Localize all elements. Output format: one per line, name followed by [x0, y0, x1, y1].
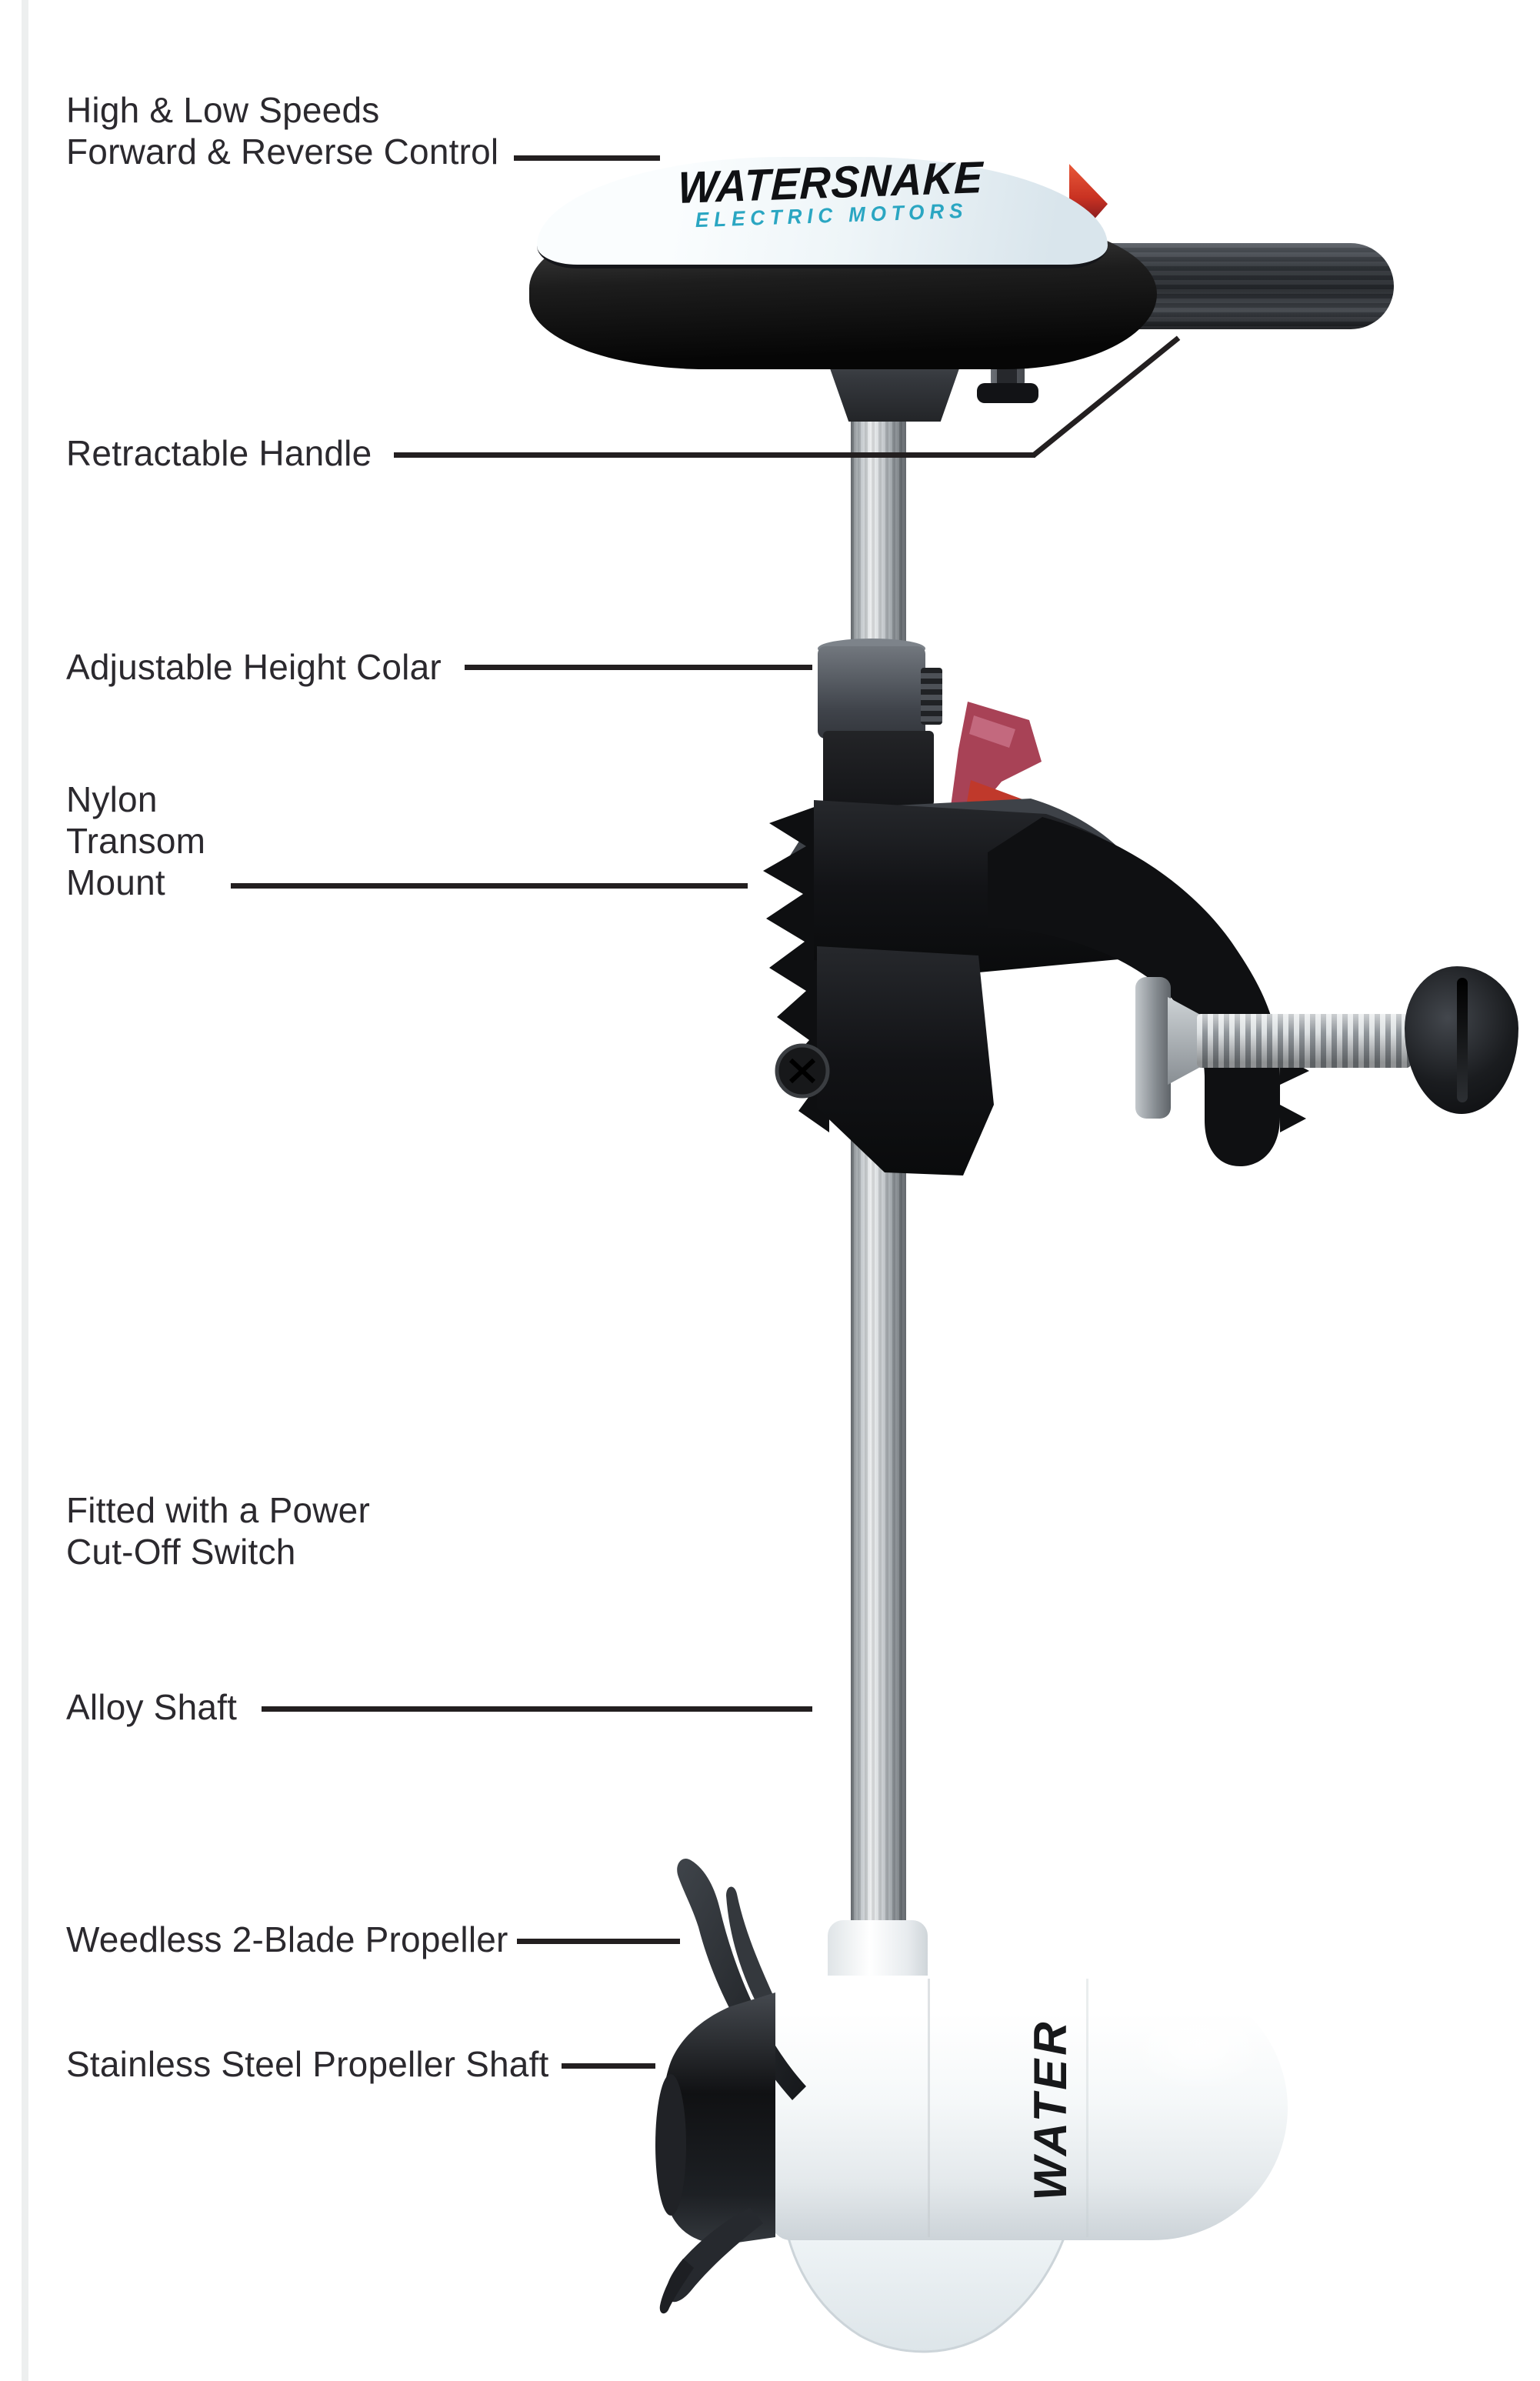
clamp-arm-tooth-2: [1280, 1105, 1306, 1132]
tilt-lever-highlight: [969, 715, 1015, 748]
leader-transom-mount: [231, 883, 748, 889]
leader-propeller: [517, 1939, 680, 1944]
label-speed-control: High & Low Speeds Forward & Reverse Cont…: [66, 89, 498, 172]
page-edge-artifact: [22, 0, 28, 2381]
label-retractable-handle: Retractable Handle: [66, 432, 372, 474]
clamp-arm: [988, 817, 1280, 1166]
propeller-hub-face: [655, 2074, 686, 2216]
label-propeller-shaft-text: Stainless Steel Propeller Shaft: [66, 2044, 549, 2084]
transom-mount: [763, 702, 1309, 1175]
brand-logo: WATERSNAKE ELECTRIC MOTORS: [615, 149, 1048, 235]
label-cutoff-switch-line2: Cut-Off Switch: [66, 1532, 296, 1572]
leader-alloy-shaft: [262, 1706, 812, 1712]
collar-lock-ribs: [921, 668, 942, 725]
clamp-screw-thread: [1197, 1014, 1411, 1068]
motor-pod: [771, 1976, 1288, 2240]
height-collar: [818, 646, 925, 739]
propeller-blade-upper: [677, 1859, 806, 2100]
label-propeller-shaft: Stainless Steel Propeller Shaft: [66, 2043, 549, 2085]
propeller-blade-lower-tip: [659, 2259, 694, 2314]
clamp-screw-washer: [1135, 977, 1171, 1119]
label-alloy-shaft: Alloy Shaft: [66, 1686, 237, 1728]
label-transom-mount-line2: Transom: [66, 821, 206, 861]
pivot-bolt-cross: [788, 1058, 816, 1084]
label-speed-control-line2: Forward & Reverse Control: [66, 132, 499, 172]
label-retractable-handle-text: Retractable Handle: [66, 433, 372, 473]
propeller-blade-lower: [666, 2208, 763, 2303]
label-speed-control-line1: High & Low Speeds: [66, 90, 380, 130]
label-transom-mount-line1: Nylon: [66, 779, 158, 819]
clamp-screw-knob: [1405, 966, 1518, 1114]
head-knob: [977, 383, 1038, 403]
label-height-collar: Adjustable Height Colar: [66, 646, 442, 688]
motor-head-dome: [537, 157, 1108, 268]
label-cutoff-switch: Fitted with a Power Cut-Off Switch: [66, 1489, 370, 1572]
propeller-hub: [660, 1993, 775, 2245]
mount-front-column: [817, 946, 994, 1175]
pod-seam-left: [928, 1979, 930, 2237]
label-height-collar-text: Adjustable Height Colar: [66, 647, 442, 687]
leader-retractable-handle: [394, 452, 1035, 458]
label-propeller: Weedless 2-Blade Propeller: [66, 1919, 508, 1960]
label-propeller-text: Weedless 2-Blade Propeller: [66, 1919, 508, 1959]
collar-lower-block: [823, 731, 934, 806]
propeller-blade-rear: [726, 1886, 775, 2016]
label-transom-mount: Nylon Transom Mount: [66, 779, 205, 903]
pod-brand-text: WATER: [1025, 2018, 1076, 2201]
label-alloy-shaft-text: Alloy Shaft: [66, 1687, 238, 1727]
leader-propeller-shaft: [562, 2063, 655, 2069]
label-cutoff-switch-line1: Fitted with a Power: [66, 1490, 370, 1530]
label-transom-mount-line3: Mount: [66, 862, 165, 902]
leader-height-collar: [465, 665, 812, 670]
pod-seam-right: [1086, 1979, 1088, 2237]
propeller: [655, 1859, 806, 2314]
leader-speed-control: [514, 155, 660, 161]
